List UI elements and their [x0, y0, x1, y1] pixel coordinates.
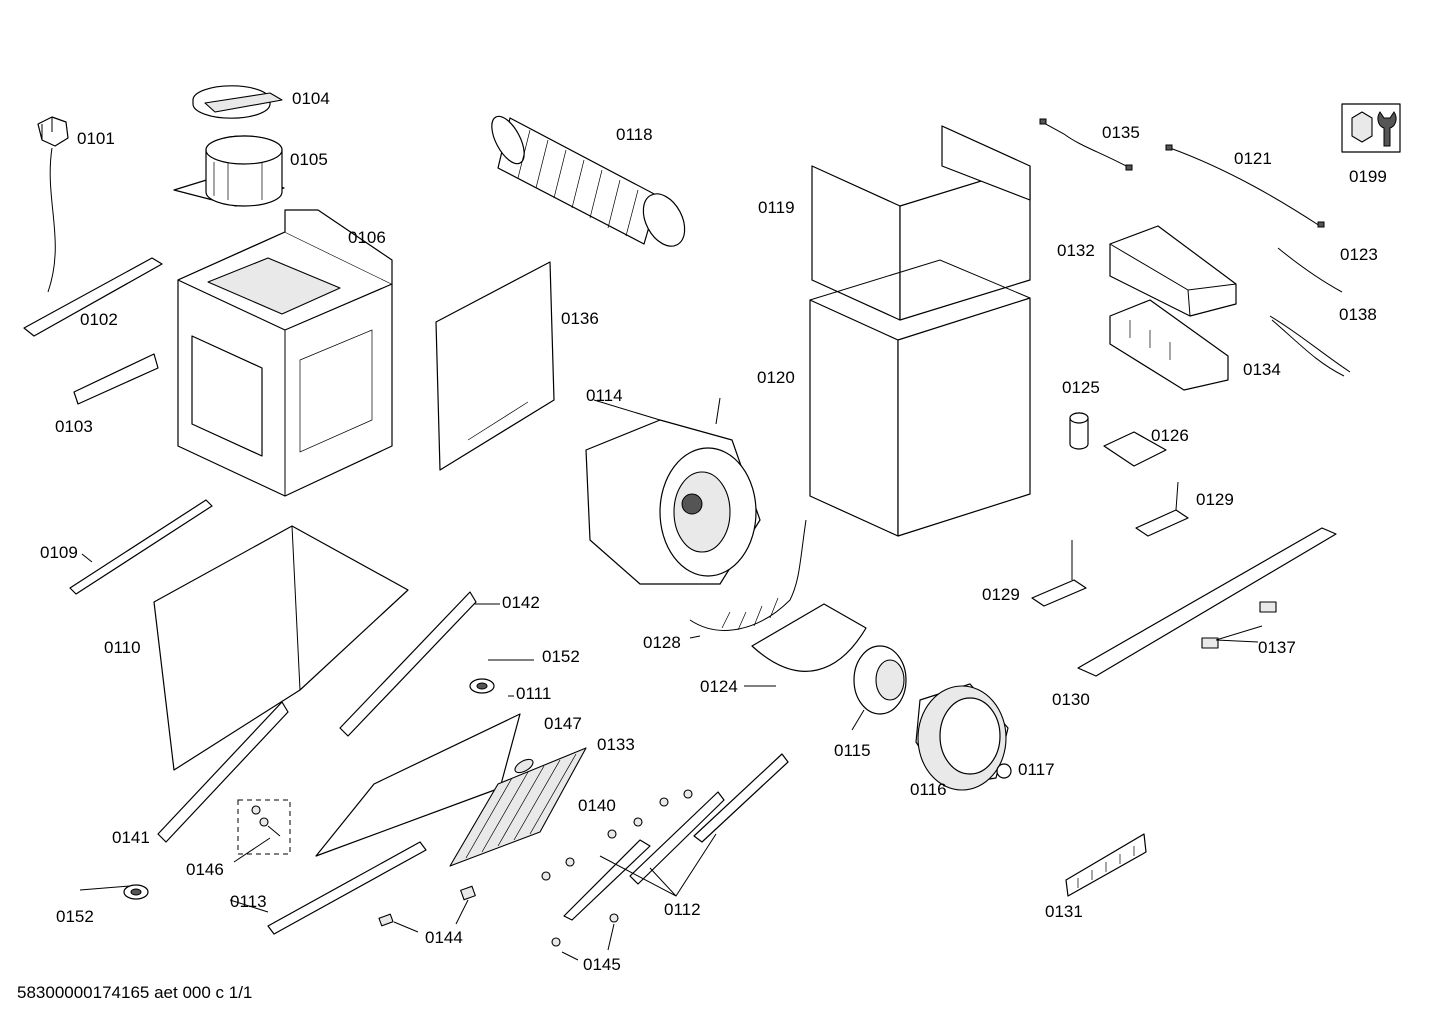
label-0112: 0112	[664, 900, 701, 919]
label-0102: 0102	[80, 310, 118, 329]
label-0140: 0140	[578, 796, 616, 815]
part-0132-box-cover	[1109, 225, 1237, 317]
label-0144: 0144	[425, 928, 463, 947]
part-0119-upper-chimney	[811, 125, 1031, 321]
part-0102-rail	[23, 257, 163, 337]
label-0129-lower: 0129	[982, 585, 1020, 604]
label-0114: 0114	[586, 386, 623, 405]
label-0113: 0113	[230, 892, 267, 911]
part-0145-screws	[551, 913, 619, 961]
label-0146: 0146	[186, 860, 224, 879]
label-0141: 0141	[112, 828, 150, 847]
label-0104: 0104	[292, 89, 330, 108]
part-0128-cable	[689, 519, 807, 631]
label-0138: 0138	[1339, 305, 1377, 324]
part-0105-outlet-flange	[173, 135, 285, 207]
label-0110: 0110	[104, 638, 141, 657]
label-0131: 0131	[1045, 902, 1083, 921]
label-0133: 0133	[597, 735, 635, 754]
label-0118: 0118	[616, 125, 653, 144]
label-0152-upper: 0152	[542, 647, 580, 666]
part-0138-wire	[1269, 315, 1351, 377]
part-0123-wire	[1277, 247, 1343, 293]
part-0115-motor	[851, 645, 907, 731]
label-0125: 0125	[1062, 378, 1100, 397]
part-0129-lamp-lower	[1031, 540, 1087, 607]
part-0130-front-trim	[1077, 527, 1337, 677]
part-0120-lower-chimney	[809, 259, 1031, 537]
label-0199: 0199	[1349, 167, 1387, 186]
label-0105: 0105	[290, 150, 328, 169]
part-0101-power-cord	[37, 116, 69, 293]
wrench-nut-icon	[1341, 103, 1401, 153]
label-0134: 0134	[1243, 360, 1281, 379]
label-0129-upper: 0129	[1196, 490, 1234, 509]
part-0109-strip	[69, 499, 213, 595]
part-0152-foot-lower	[123, 884, 149, 900]
label-0135: 0135	[1102, 123, 1140, 142]
label-0120: 0120	[757, 368, 795, 387]
label-0137: 0137	[1258, 638, 1296, 657]
label-0121: 0121	[1234, 149, 1272, 168]
label-0106: 0106	[348, 228, 386, 247]
label-0145: 0145	[583, 955, 621, 974]
label-0103: 0103	[55, 417, 93, 436]
part-0125-capacitor	[1069, 412, 1089, 450]
part-0111-frame	[315, 713, 521, 857]
label-0124: 0124	[700, 677, 738, 696]
part-0124-trough	[751, 603, 867, 672]
leader-lines	[79, 399, 1263, 913]
part-0152-foot-upper	[469, 678, 495, 694]
part-0113-strip	[267, 841, 427, 935]
label-0147: 0147	[544, 714, 582, 733]
part-0141-panel	[157, 701, 289, 843]
label-0109: 0109	[40, 543, 78, 562]
part-0134-box-base	[1109, 299, 1229, 391]
part-0131-switch-strip	[1065, 833, 1147, 897]
label-0115: 0115	[834, 741, 871, 760]
part-0146-screw-kit	[233, 799, 291, 863]
label-0136: 0136	[561, 309, 599, 328]
label-0142: 0142	[502, 593, 540, 612]
part-0118-flex-duct	[491, 115, 686, 247]
label-0132: 0132	[1057, 241, 1095, 260]
part-0126-board	[1103, 431, 1167, 467]
part-0121-wire	[1165, 144, 1325, 228]
part-0129-lamp-upper	[1135, 481, 1189, 537]
part-0110-hood-body	[153, 525, 409, 771]
part-0112-filters	[563, 753, 789, 921]
label-0126: 0126	[1151, 426, 1189, 445]
part-0103-bracket	[73, 353, 159, 405]
label-0119: 0119	[758, 198, 795, 217]
document-footer-code: 58300000174165 aet 000 c 1/1	[17, 983, 253, 1002]
label-0101: 0101	[77, 129, 115, 148]
part-0144-clips	[378, 885, 476, 933]
part-0137-clips	[1201, 601, 1277, 649]
label-0123: 0123	[1340, 245, 1378, 264]
part-0135-wire	[1039, 118, 1133, 171]
part-0142-panel	[339, 591, 477, 737]
label-0128: 0128	[643, 633, 681, 652]
part-0116-impeller	[915, 683, 1009, 791]
label-0117: 0117	[1018, 760, 1055, 779]
part-0147-clip	[514, 758, 534, 774]
part-0106-housing	[177, 209, 393, 497]
label-0116: 0116	[910, 780, 947, 799]
part-0114-blower-housing	[585, 397, 761, 585]
part-0133-filter	[449, 747, 587, 867]
part-0104-damper	[192, 85, 283, 119]
label-0130: 0130	[1052, 690, 1090, 709]
part-0136-panel	[435, 261, 555, 471]
label-0111: 0111	[516, 684, 552, 703]
part-0140-screws	[541, 789, 693, 881]
part-0117-nut	[996, 763, 1012, 779]
label-0152-lower: 0152	[56, 907, 94, 926]
